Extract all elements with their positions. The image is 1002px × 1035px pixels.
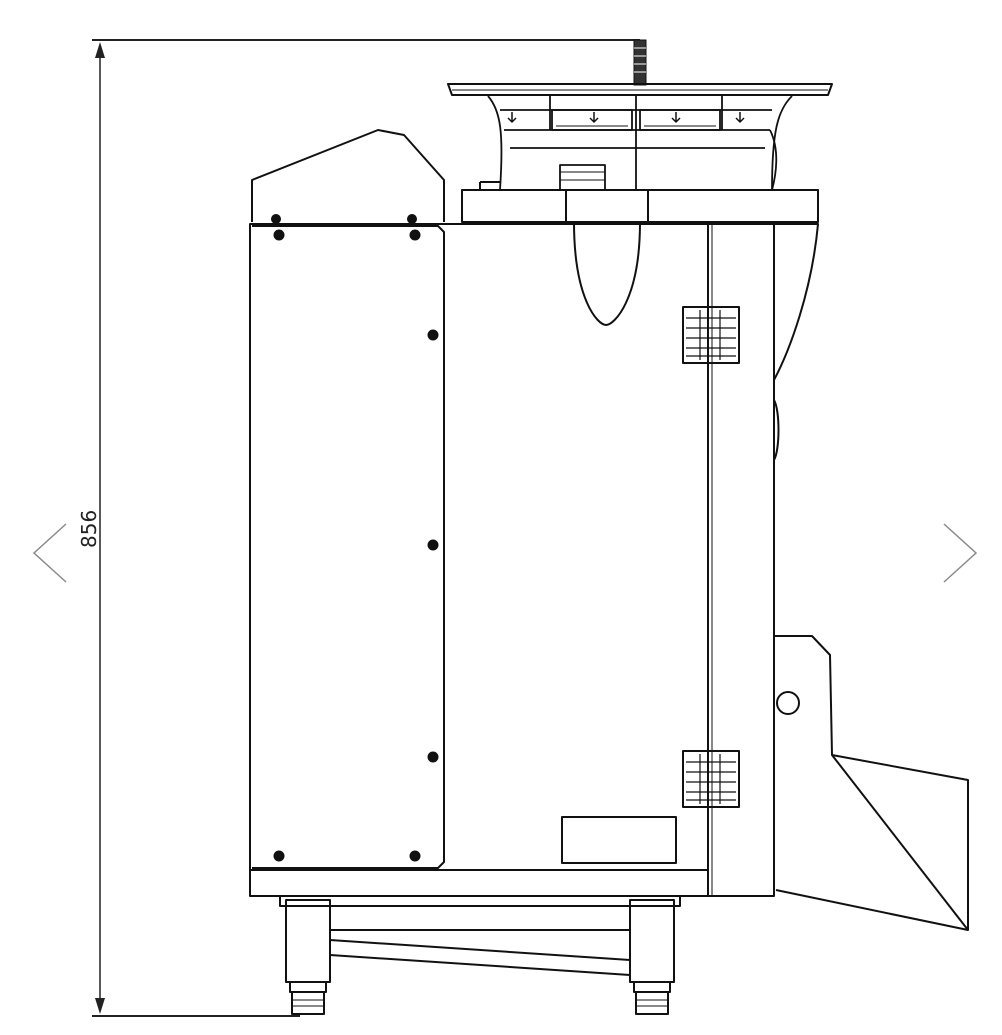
- left-motor-cover: [251, 129, 445, 224]
- chevron-left-icon: [32, 523, 67, 583]
- main-body: [249, 223, 709, 897]
- height-dimension-label: 856: [77, 510, 101, 548]
- name-plate: [561, 816, 677, 864]
- lid-base-plate: [461, 181, 819, 223]
- left-leg: [285, 899, 331, 1015]
- next-image-button[interactable]: [938, 518, 982, 588]
- right-leg: [629, 899, 675, 1015]
- top-disc: [447, 83, 833, 96]
- door-section: [707, 223, 819, 897]
- base-frame: [279, 895, 681, 976]
- hopper-bowl: [487, 95, 793, 191]
- upper-hinge: [682, 306, 740, 364]
- previous-image-button[interactable]: [28, 518, 72, 588]
- lower-hinge: [682, 750, 740, 808]
- top-spindle: [633, 39, 647, 86]
- discharge-chute: [774, 635, 969, 931]
- chevron-right-icon: [943, 523, 978, 583]
- chute-ellipse: [573, 221, 641, 326]
- height-dimension: 856: [77, 39, 640, 1017]
